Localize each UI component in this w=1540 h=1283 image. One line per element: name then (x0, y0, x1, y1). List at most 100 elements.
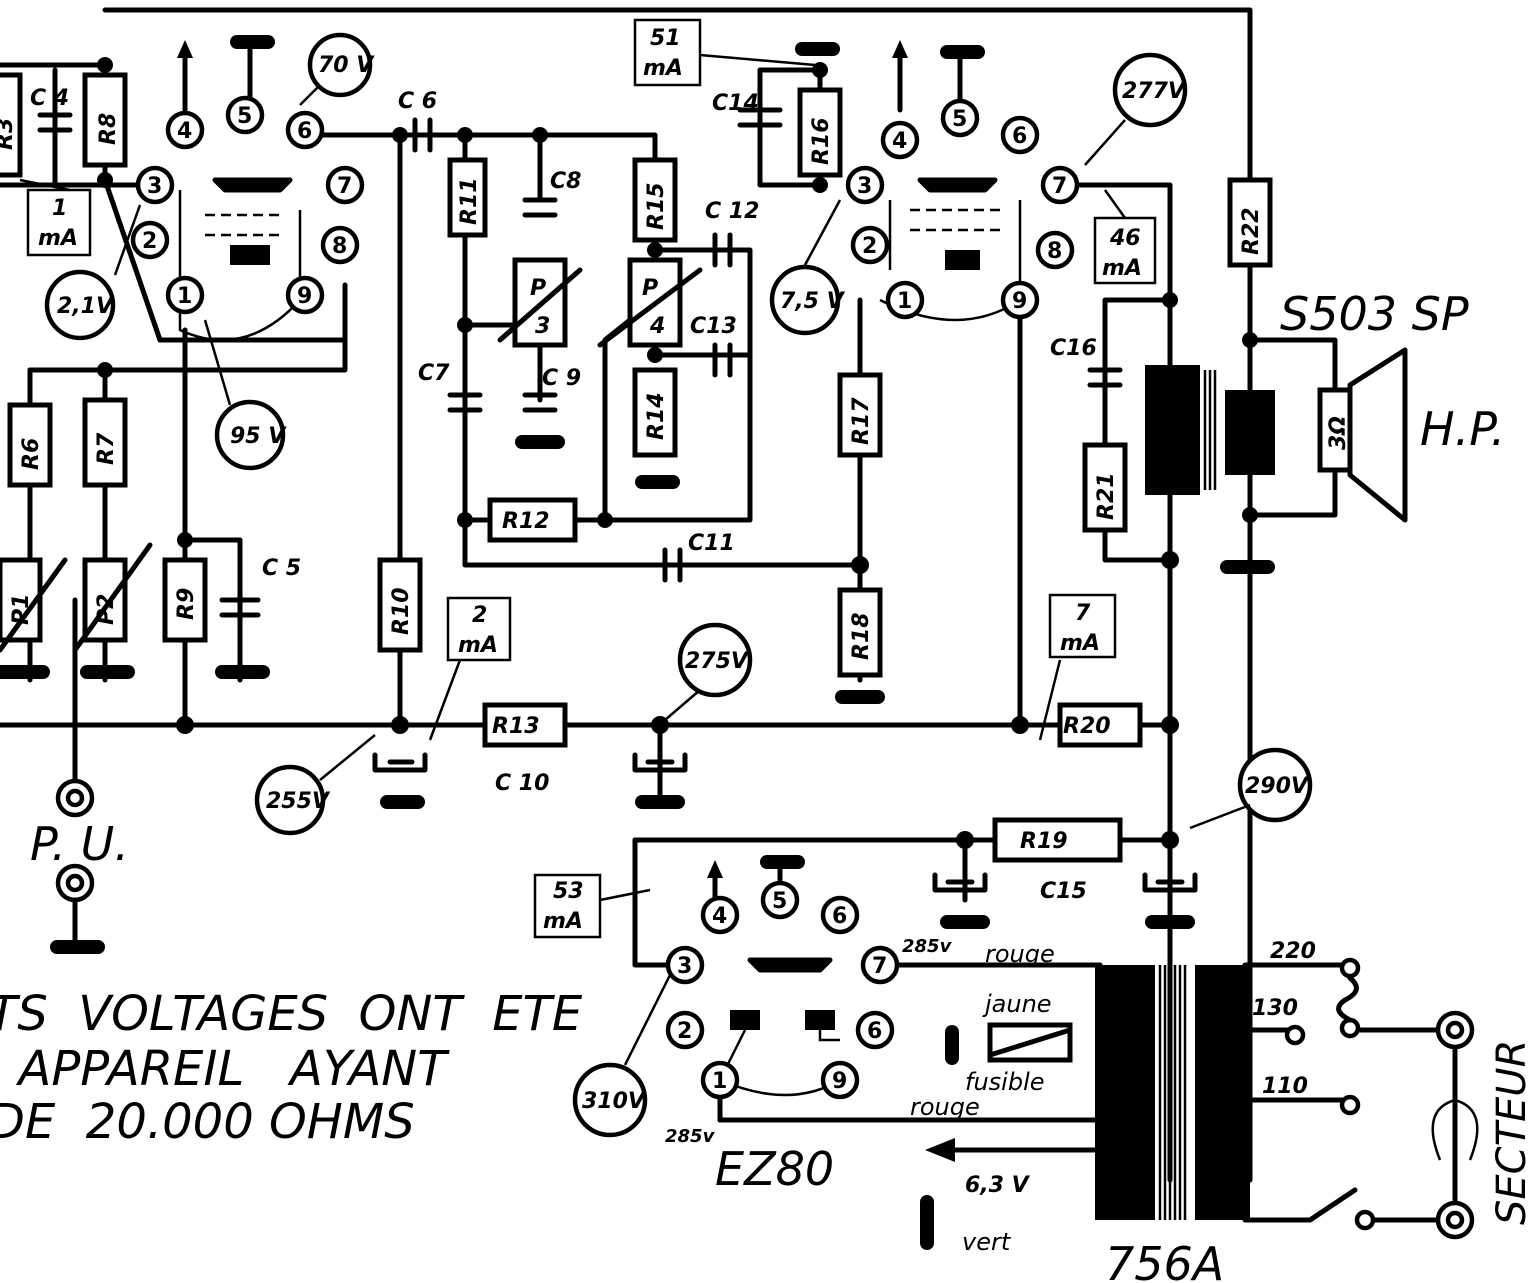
svg-text:6: 6 (297, 119, 312, 144)
cur-46-a: 46 (1109, 226, 1141, 251)
svg-text:9: 9 (297, 284, 312, 309)
volt-95: 95 V (230, 424, 287, 449)
label-r21: R21 (1094, 472, 1119, 520)
cur-1-a: 1 (52, 196, 67, 221)
svg-text:5: 5 (237, 104, 252, 129)
label-r8: R8 (96, 113, 121, 145)
label-r6: R6 (19, 438, 44, 470)
electrolytic-caps (372, 752, 1198, 893)
label-p3: P (530, 276, 546, 301)
label-r22: R22 (1239, 207, 1264, 255)
svg-text:9: 9 (832, 1069, 847, 1094)
label-ez80: EZ80 (715, 1142, 834, 1196)
label-285v-a: 285v (902, 936, 953, 957)
mains-transformer (925, 965, 1250, 1220)
label-r9: R9 (174, 588, 199, 620)
volt-7-5: 7,5 V (780, 289, 846, 314)
label-c11: C11 (688, 531, 735, 556)
speaker (1347, 347, 1408, 523)
current-boxes (26, 18, 1157, 939)
label-r15: R15 (644, 182, 669, 230)
label-speaker-imp: 3Ω (1326, 416, 1351, 450)
tube-1: 3 2 1 4 5 6 7 8 9 (130, 40, 365, 342)
tube-2: 3 2 1 4 5 6 7 8 9 (845, 40, 1080, 322)
label-c6: C 6 (398, 89, 437, 114)
label-r13: R13 (492, 714, 540, 739)
label-c4: C 4 (30, 86, 69, 111)
label-r18: R18 (849, 612, 874, 660)
rectifier-tube: 3 2 1 4 5 6 7 6 9 (665, 860, 900, 1100)
svg-text:3: 3 (677, 954, 692, 979)
label-p4: P (642, 276, 658, 301)
note-line-1: TS VOLTAGES ONT ETE (0, 986, 583, 1042)
label-speaker-model: S503 SP (1280, 287, 1469, 341)
label-p3-num: 3 (535, 314, 550, 339)
cur-53-b: mA (543, 909, 583, 934)
mains-terminals (55, 778, 1479, 1240)
label-c16: C16 (1050, 336, 1097, 361)
pointer-lines (19, 53, 1251, 1066)
svg-text:8: 8 (332, 234, 347, 259)
cur-2-a: 2 (472, 603, 487, 628)
label-pickup: P. U. (30, 817, 129, 871)
svg-text:9: 9 (1012, 289, 1027, 314)
svg-text:2: 2 (677, 1019, 692, 1044)
capacitors (37, 107, 1123, 618)
junctions (97, 57, 1258, 849)
svg-text:7: 7 (1052, 174, 1067, 199)
label-p1: P1 (9, 594, 34, 625)
note-line-3: DE 20.000 OHMS (0, 1094, 415, 1150)
volt-255: 255V (266, 789, 331, 814)
resistor-boxes (0, 72, 1353, 1063)
svg-text:4: 4 (892, 129, 907, 154)
label-fusible: fusible (965, 1068, 1045, 1096)
label-110: 110 (1262, 1074, 1308, 1099)
note-line-2: APPAREIL AYANT (0, 1041, 450, 1097)
label-r7: R7 (94, 432, 119, 465)
label-c5: C 5 (262, 556, 301, 581)
label-756a: 756A (1105, 1237, 1224, 1283)
svg-text:8: 8 (1047, 239, 1062, 264)
label-c14: C14 (712, 91, 759, 116)
volt-275: 275V (685, 649, 750, 674)
volt-2-1: 2,1V (57, 294, 115, 319)
pot-wipers (0, 267, 1073, 1058)
cur-51-b: mA (643, 56, 683, 81)
label-jaune: jaune (982, 990, 1052, 1018)
label-p2: P2 (94, 594, 119, 625)
volt-277: 277V (1122, 79, 1187, 104)
svg-text:6: 6 (867, 1019, 882, 1044)
cur-1-b: mA (38, 226, 78, 251)
voltage-circles (44, 32, 1313, 1138)
svg-text:2: 2 (142, 229, 157, 254)
svg-text:7: 7 (872, 954, 887, 979)
svg-text:4: 4 (177, 119, 192, 144)
svg-text:1: 1 (712, 1069, 727, 1094)
label-c10: C 10 (495, 771, 549, 796)
label-rouge-1: rouge (985, 940, 1055, 968)
svg-text:4: 4 (712, 904, 727, 929)
cur-46-b: mA (1102, 256, 1142, 281)
label-6-3v: 6,3 V (965, 1173, 1031, 1198)
label-secteur: SECTEUR (1489, 1040, 1535, 1225)
cur-53-a: 53 (553, 879, 584, 904)
svg-text:3: 3 (857, 174, 872, 199)
label-r10: R10 (389, 587, 414, 635)
cur-51-a: 51 (650, 26, 681, 51)
svg-text:3: 3 (147, 174, 162, 199)
svg-text:2: 2 (862, 234, 877, 259)
svg-text:1: 1 (177, 284, 192, 309)
label-285v-b: 285v (665, 1126, 716, 1147)
volt-290: 290V (1245, 774, 1310, 799)
label-c8: C8 (550, 169, 581, 194)
cur-7-a: 7 (1075, 601, 1091, 626)
label-c15: C15 (1040, 879, 1087, 904)
label-r3: R3 (0, 118, 18, 150)
output-transformer (1145, 365, 1275, 495)
volt-70: 70 V (318, 53, 375, 78)
svg-text:7: 7 (337, 174, 352, 199)
label-c7: C7 (418, 361, 450, 386)
label-130: 130 (1252, 996, 1298, 1021)
label-220: 220 (1270, 939, 1316, 964)
